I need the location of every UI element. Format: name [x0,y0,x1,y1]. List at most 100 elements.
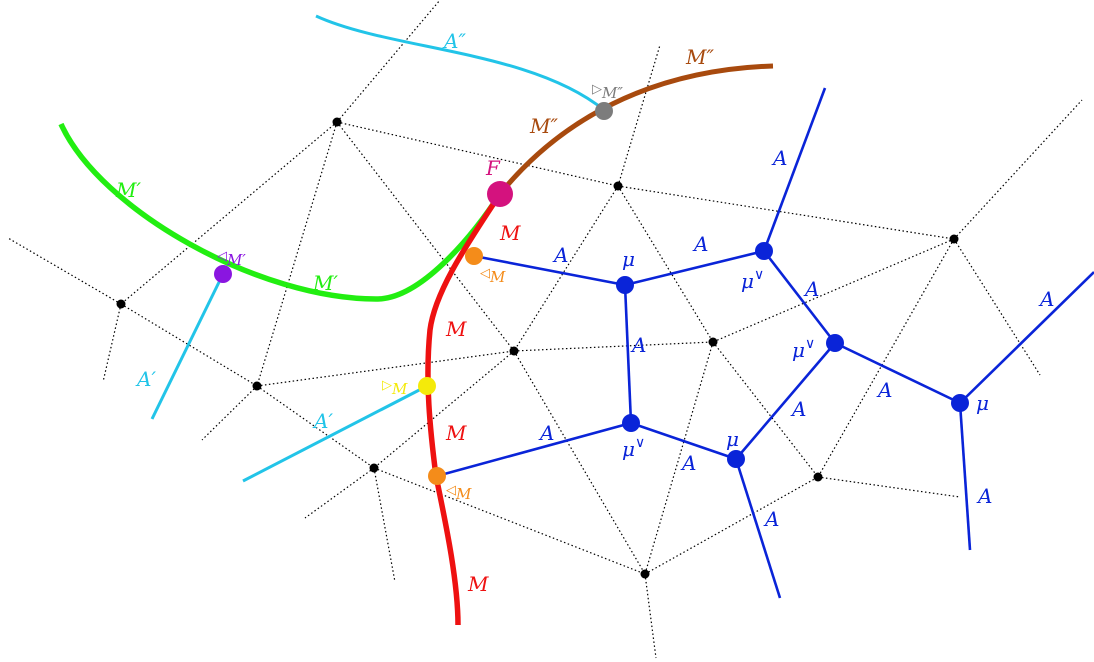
grid-edge [644,476,819,575]
label-A-edge: A [763,507,779,531]
blue-vertex-mu [727,450,745,468]
label-M-bottom: M [467,572,489,596]
blue-vertices [616,242,969,468]
point-triangle-M-upper [465,247,483,265]
grid-vertex [332,117,342,127]
blue-edge [762,250,837,344]
grid-edge [817,238,955,478]
label-A-edge: A [976,484,992,508]
point-triangle-M-double-prime [595,102,613,120]
label-mu-dual: μ∨ [622,435,645,461]
point-triangle-M-lower [428,467,446,485]
label-M-upper: M [499,221,521,245]
label-M-middle: M [445,317,467,341]
grid-edge-outer [617,44,661,187]
grid-vertex [640,569,650,579]
grid-edge-outer [336,0,441,123]
grid-edge [617,185,955,240]
grid-vertex [708,337,718,347]
dotted-grid [7,0,1083,659]
label-triangle-M-upper: ◁M [480,266,506,286]
label-A-edge: A [552,243,568,267]
blue-edge [624,249,765,287]
grid-edge [513,185,619,352]
grid-edge [120,303,258,387]
curve-M-double-prime [498,63,774,196]
grid-edge [256,350,515,387]
grid-edge-outer [644,573,657,659]
curve-A-double-prime [315,14,605,112]
grid-edge [513,341,714,352]
grid-edge [256,121,338,387]
blue-edge [735,342,836,460]
label-triangle-M-yellow: ▷M [382,378,408,398]
label-M-double-prime-top: M″ [685,45,714,69]
grid-edge [712,341,819,478]
blue-edge [958,402,972,551]
grid-vertex [369,463,379,473]
label-A-edge: A [771,146,787,170]
grid-vertex [813,472,823,482]
label-M-double-prime-mid: M″ [529,114,558,138]
grid-edge-outer [201,385,258,441]
blue-vertex-mu [616,276,634,294]
grid-edge [644,341,714,575]
curve-M [425,192,503,626]
curve-M-prime [58,122,503,302]
grid-edge-outer [953,99,1083,240]
grid-edge [373,350,515,469]
label-A-edge: A [876,378,892,402]
blue-edge [762,87,827,252]
point-triangle-M-prime [214,265,232,283]
grid-vertices [116,117,959,579]
label-triangle-M-double-prime: ▷M″ [592,82,623,102]
grid-edge [513,350,646,575]
label-A-edge: A [538,421,554,445]
grid-vertex [116,299,126,309]
grid-edge [373,467,646,575]
line-A-prime-mid [242,384,428,483]
grid-vertex [613,181,623,191]
blue-edge [734,458,782,599]
label-A-prime-left: A′ [135,367,156,391]
blue-vertex-mu [951,394,969,412]
blue-vertex-mu-dual [826,334,844,352]
grid-vertex [509,346,519,356]
grid-edge-outer [304,467,375,519]
label-triangle-M-prime: ◁M′ [217,249,246,269]
label-mu: μ [726,427,739,451]
grid-edge [120,121,338,305]
blue-vertex-mu-dual [755,242,773,260]
blue-edge-labels: A A A A A A A A A A A A [538,146,1054,531]
blue-vertex-mu-dual [622,414,640,432]
label-A-edge: A [692,232,708,256]
label-M-lower: M [445,421,467,445]
label-mu-dual: μ∨ [741,267,764,293]
label-A-edge: A [1038,287,1054,311]
grid-edge-outer [373,467,396,583]
grid-edge-outer [953,238,1041,376]
blue-edge [623,284,633,424]
blue-edge [959,271,1094,404]
blue-edge [630,421,737,461]
blue-graph [436,87,1094,599]
label-A-prime-mid: A′ [312,409,333,433]
label-F: F [485,156,501,180]
label-A-edge: A [790,397,806,421]
grid-edge [336,121,515,352]
blue-edge [473,254,626,287]
label-M-prime-left: M′ [115,178,141,202]
label-A-double-prime: A″ [442,29,466,53]
label-mu-dual: μ∨ [792,336,815,362]
label-mu: μ [622,247,635,271]
grid-edge [336,121,619,187]
grid-vertex [252,381,262,391]
grid-edge-outer [102,303,122,383]
point-triangle-M-yellow [418,377,436,395]
grid-edge-outer [7,237,122,305]
line-A-prime-left [150,273,225,420]
point-F [487,181,513,207]
grid-vertex [949,234,959,244]
blue-edge [436,421,632,478]
